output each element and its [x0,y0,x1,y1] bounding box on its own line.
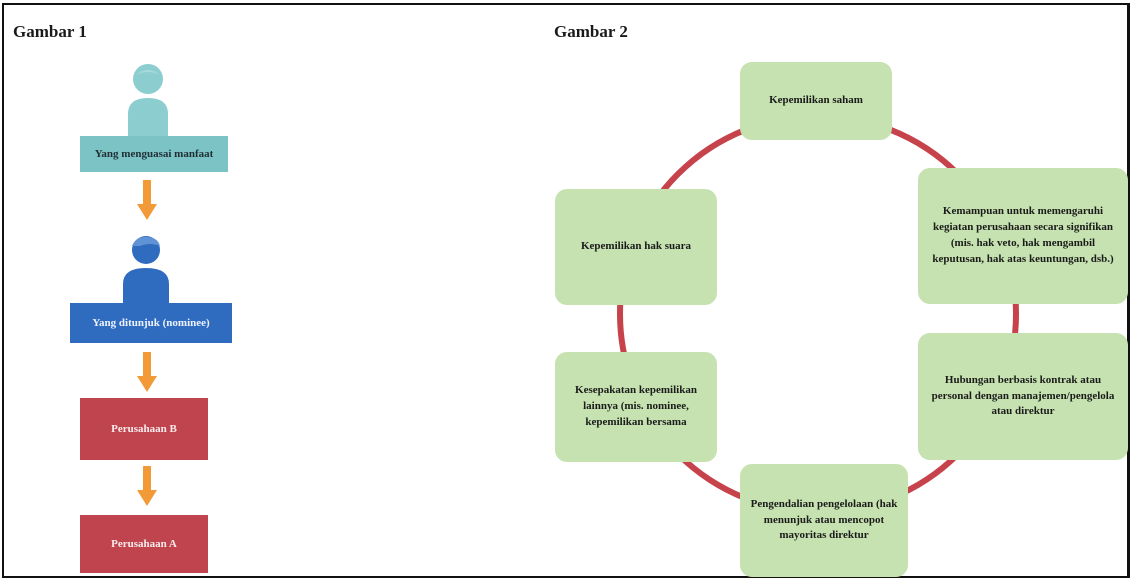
arrow-down-icon [137,466,157,506]
arrow-down-icon [137,180,157,220]
node-contract-relationship: Hubungan berbasis kontrak atau personal … [918,333,1128,460]
node-influence-ability: Kemampuan untuk memengaruhi kegiatan per… [918,168,1128,304]
node-share-ownership: Kepemilikan saham [740,62,892,140]
node-voting-rights: Kepemilikan hak suara [555,189,717,305]
node-company-a: Perusahaan A [80,515,208,573]
node-nominee: Yang ditunjuk (nominee) [70,303,232,343]
node-beneficial-owner: Yang menguasai manfaat [80,136,228,172]
node-management-control: Pengendalian pengelolaan (hak menunjuk a… [740,464,908,577]
node-company-b: Perusahaan B [80,398,208,460]
figure1-title: Gambar 1 [13,22,87,41]
person-male-icon [123,236,169,306]
node-other-agreements: Kesepakatan kepemilikan lainnya (mis. no… [555,352,717,462]
figure2-title: Gambar 2 [554,22,628,41]
arrow-down-icon [137,352,157,392]
person-female-icon [128,64,168,142]
